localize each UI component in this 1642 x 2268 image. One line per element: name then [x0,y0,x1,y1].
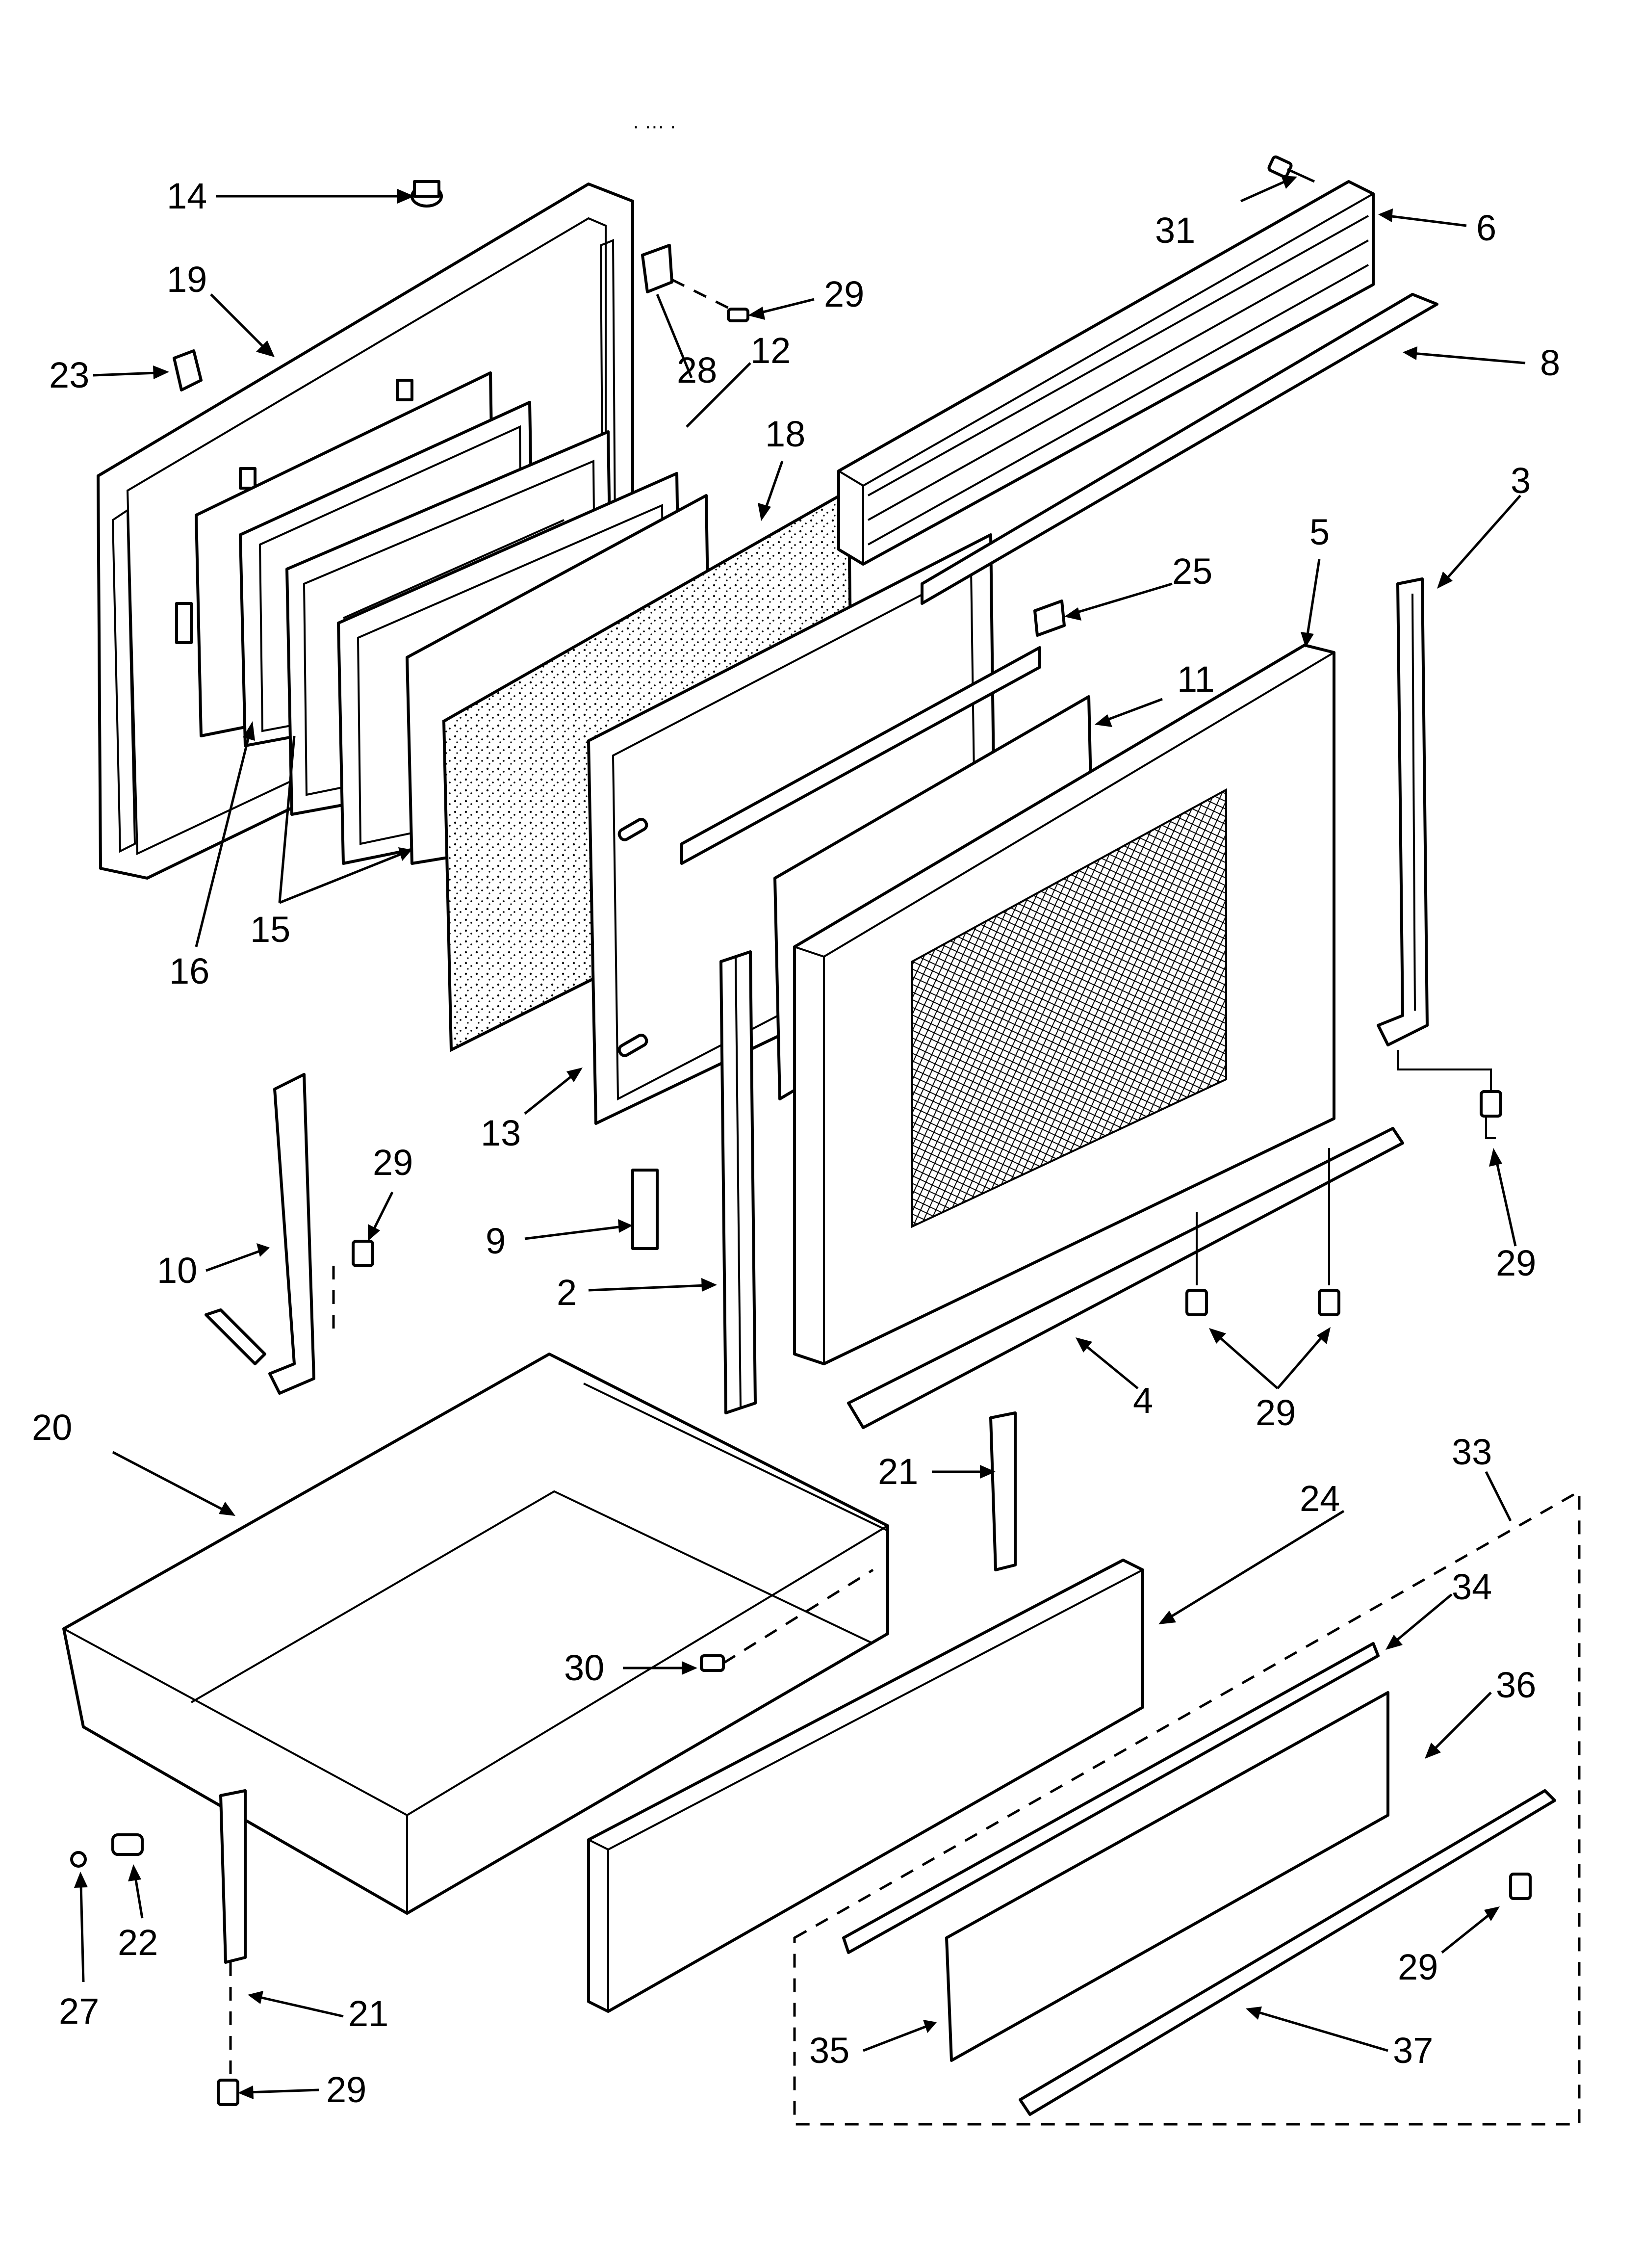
part-30-screw [700,1568,874,1672]
callout-16: 16 [169,951,209,991]
callout-22: 22 [118,1922,158,1963]
callout-24: 24 [1300,1478,1340,1519]
callout-21-lower: 21 [348,1993,388,2034]
callout-21-upper: 21 [878,1451,918,1492]
part-3-side-trim [1377,577,1429,1046]
callout-35: 35 [809,2030,849,2071]
callout-36: 36 [1496,1665,1536,1705]
callout-8: 8 [1540,342,1560,383]
part-36-panel [945,1691,1389,2062]
part-5-outer-door [793,644,1335,1365]
part-25-bracket [1033,600,1066,637]
callout-29-right: 29 [1496,1243,1536,1283]
callout-10: 10 [157,1250,197,1291]
callout-6: 6 [1476,208,1496,248]
callout-15: 15 [250,909,290,950]
callout-29-left: 29 [373,1142,413,1183]
callout-5: 5 [1309,512,1330,552]
callout-29-top: 29 [824,274,864,314]
callout-20: 20 [32,1407,72,1448]
callout-28: 28 [677,350,717,391]
part-2-divider [719,950,757,1414]
callout-14: 14 [167,176,207,216]
callout-2: 2 [557,1272,577,1313]
callout-18: 18 [765,414,805,454]
callout-34: 34 [1452,1566,1492,1607]
callout-labels: 14 19 23 28 29 12 18 16 15 31 6 8 3 5 25… [32,176,1560,2110]
part-37-bottom-trim [1019,1789,1556,2116]
callout-31: 31 [1155,210,1195,251]
callout-37: 37 [1393,2030,1433,2071]
callout-11: 11 [1177,659,1215,700]
callout-9: 9 [486,1221,506,1261]
callout-19: 19 [167,259,207,300]
callout-13: 13 [481,1113,521,1153]
part-23-clip [173,349,203,391]
part-10-side-bracket [205,1073,374,1395]
part-31-screw [1267,155,1315,183]
part-29-screw-right [1397,1050,1502,1139]
callout-12: 12 [750,330,791,371]
part-8-handle-trim [921,293,1438,605]
callout-3: 3 [1511,460,1531,501]
callout-30: 30 [564,1647,604,1688]
part-22-bumper [111,1833,144,1856]
callout-25: 25 [1172,551,1212,592]
leader-lines [74,176,1526,2099]
part-24-drawer-front [587,1559,1144,2013]
part-21-slide-bracket-upper [989,1411,1017,1571]
callout-4: 4 [1133,1380,1153,1421]
part-33-trim-kit [793,1489,1581,2126]
part-14-bumper [410,180,443,208]
callout-27: 27 [59,1991,99,2032]
part-27-washer [70,1851,87,1868]
callout-33: 33 [1452,1432,1492,1472]
callout-29-trim: 29 [1256,1392,1296,1433]
part-21-slide-bracket-lower [217,1789,247,2106]
part-4-lower-trim [847,1127,1404,1429]
part-34-trim-strip [842,1642,1380,1954]
callout-29-bottom: 29 [326,2069,366,2110]
callout-29-kit: 29 [1398,1947,1438,1987]
part-29-screw-top [671,278,749,322]
callout-23: 23 [49,355,89,395]
part-6-control-panel [837,180,1375,566]
part-9-spacer [631,1169,659,1250]
header-fragment: · ··· · [633,115,676,137]
part-20-drawer-body [62,1353,889,1915]
part-28-bracket [641,244,673,293]
